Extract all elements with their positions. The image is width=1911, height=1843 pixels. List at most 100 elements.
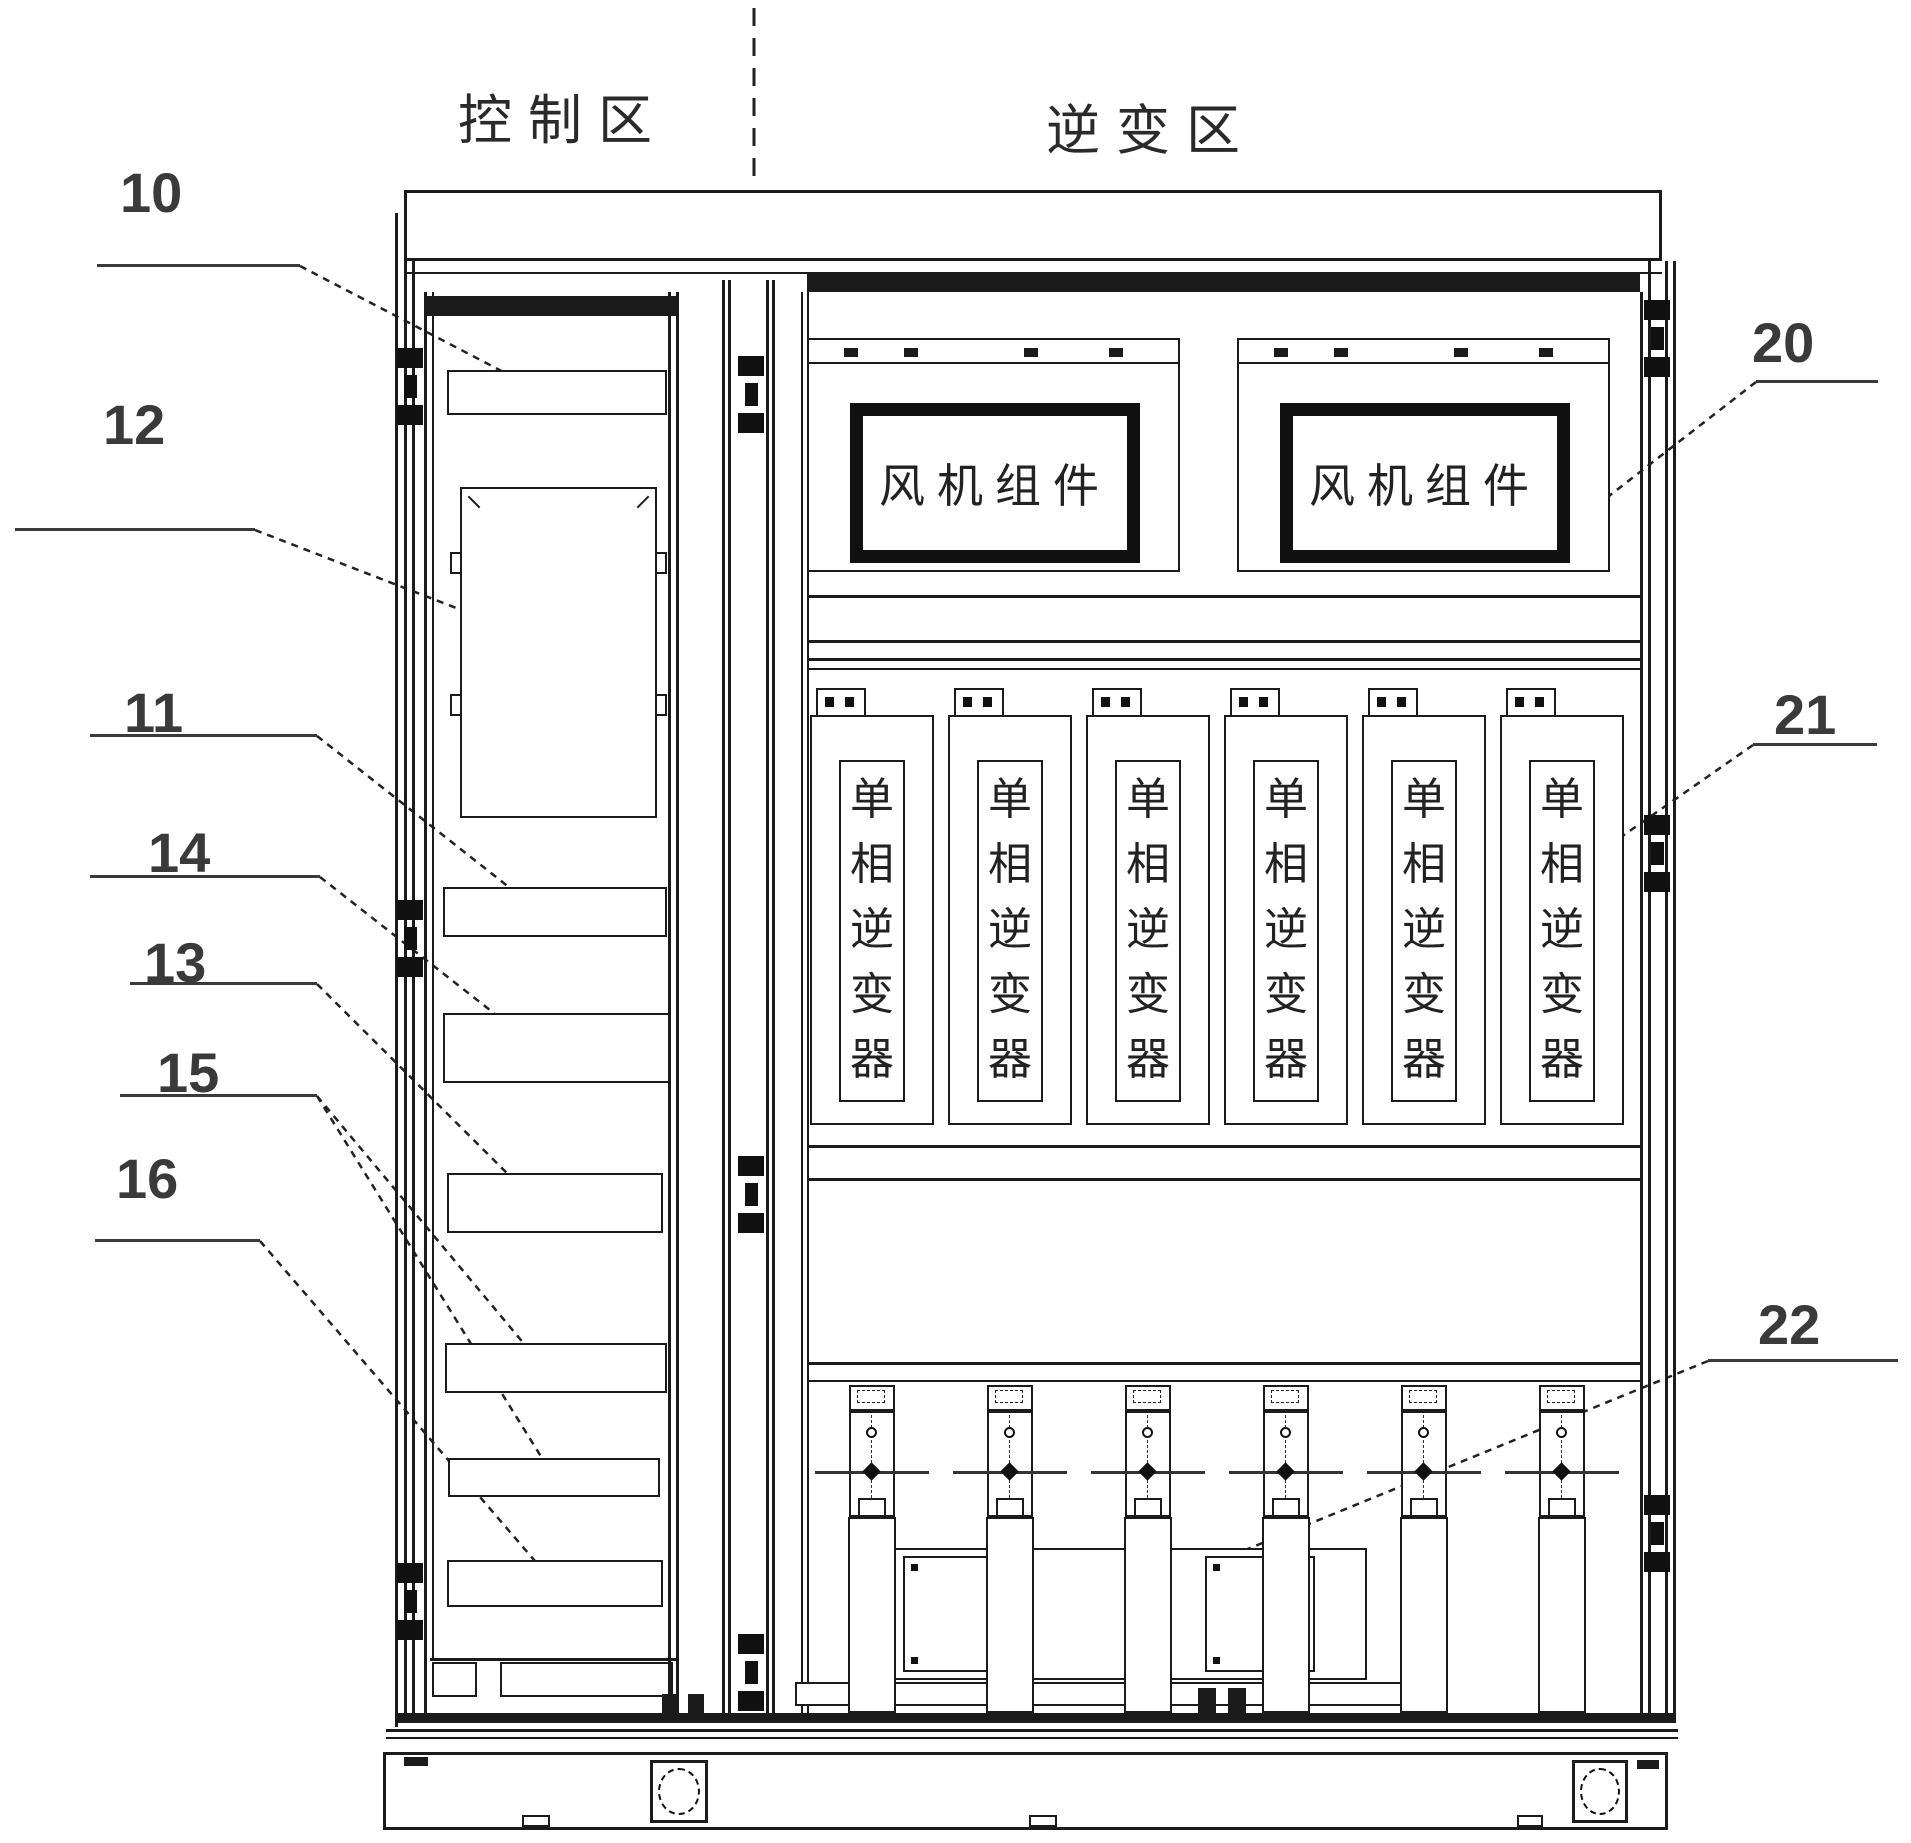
callout-12-underline (15, 528, 255, 531)
left-frame-line (404, 261, 407, 1713)
switch-pivot (1142, 1427, 1153, 1438)
leader-20 (1549, 381, 1757, 543)
switch-connector (996, 1498, 1024, 1517)
fan-clip (904, 348, 918, 357)
middle-divider-line (766, 280, 769, 1713)
module-tab (1092, 688, 1142, 717)
bottom-rail-line (386, 1737, 1678, 1739)
plinth-foot-tab (1517, 1815, 1543, 1827)
rail-clamp (1228, 1688, 1246, 1713)
switch-connector (1272, 1498, 1300, 1517)
callout-21: 21 (1774, 683, 1837, 746)
module-tab (1506, 688, 1556, 717)
switch-column-2 (950, 1385, 1070, 1715)
right-door-hinge (1644, 300, 1672, 378)
fan-clip (844, 348, 858, 357)
top-rail-line (404, 272, 1662, 274)
switch-column-4 (1226, 1385, 1346, 1715)
left-door-hinge (397, 1563, 425, 1641)
inverter-module-5: 单相逆变器 (1362, 688, 1486, 1125)
callout-10-underline (97, 264, 300, 267)
tab-dot (1515, 697, 1524, 707)
switch-cap (1263, 1385, 1309, 1411)
inverter-module-label: 单相逆变器 (839, 760, 905, 1102)
caster-wheel-dashed-circle (1580, 1768, 1620, 1815)
leader-16 (259, 1240, 555, 1584)
callout-15-underline (120, 1094, 317, 1097)
fan-assembly-left-label: 风机组件 (879, 460, 1111, 512)
callout-12: 12 (103, 393, 166, 456)
module-tab (1230, 688, 1280, 717)
module-tab (1368, 688, 1418, 717)
leader-11 (316, 735, 540, 912)
plate-dot (911, 1657, 918, 1664)
callout-15: 15 (157, 1041, 220, 1104)
cabinet-top-cover (404, 190, 1662, 261)
callout-14: 14 (148, 821, 211, 884)
shelf-line (807, 595, 1640, 598)
panel-corner-tick (467, 495, 481, 509)
fan-clip (1024, 348, 1038, 357)
inverter-bay-top-rail (807, 274, 1640, 292)
switch-cap (849, 1385, 895, 1411)
switch-support-column (1124, 1517, 1172, 1713)
switch-column-5 (1364, 1385, 1484, 1715)
switch-column-1 (812, 1385, 932, 1715)
leader-13 (316, 983, 546, 1212)
control-bay-right-line (668, 292, 671, 1713)
switch-pivot (1418, 1427, 1429, 1438)
switch-pivot (1004, 1427, 1015, 1438)
switch-support-column (1262, 1517, 1310, 1713)
rail-clamp (1198, 1688, 1216, 1713)
switch-support-column (1538, 1517, 1586, 1713)
callout-11: 11 (124, 681, 184, 744)
plinth-tick (404, 1757, 428, 1766)
switch-pivot (866, 1427, 877, 1438)
callout-14-underline (90, 875, 320, 878)
callout-20: 20 (1752, 311, 1815, 374)
fan-clip (1539, 348, 1553, 357)
middle-divider-line (728, 280, 731, 1713)
plate-dot (1213, 1564, 1220, 1571)
tab-dot (983, 697, 992, 707)
bottom-rail-line (386, 1729, 1678, 1732)
right-door-hinge (1644, 1495, 1672, 1573)
fan-unit-inner-line (1239, 362, 1608, 364)
shelf-line (807, 668, 1640, 670)
control-slot-15b (448, 1458, 660, 1497)
control-slot-11 (443, 887, 667, 937)
control-bottom-box-small (432, 1662, 477, 1697)
panel-12-clip (655, 694, 667, 716)
callout-22-underline (1708, 1359, 1898, 1362)
switch-support-column (1400, 1517, 1448, 1713)
control-slot-14 (443, 1013, 670, 1083)
fan-clip (1274, 348, 1288, 357)
tab-dot (845, 697, 854, 707)
caster-left (650, 1760, 708, 1823)
plate-dot (911, 1564, 918, 1571)
rail-clamp (662, 1694, 678, 1713)
callout-10: 10 (120, 161, 183, 224)
tab-dot (1377, 697, 1386, 707)
plinth-base (383, 1752, 1668, 1830)
tab-dot (1121, 697, 1130, 707)
middle-divider-line (772, 280, 775, 1713)
bottom-rail-bar (395, 1713, 1676, 1723)
fan-clip (1109, 348, 1123, 357)
switch-pivot (1280, 1427, 1291, 1438)
inverter-module-label: 单相逆变器 (1391, 760, 1457, 1102)
control-panel-12 (460, 487, 657, 818)
fan-clip (1454, 348, 1468, 357)
switch-section-top-line (807, 1380, 1640, 1382)
switch-support-column (986, 1517, 1034, 1713)
leader-15b (315, 1095, 557, 1481)
inverter-module-4: 单相逆变器 (1224, 688, 1348, 1125)
control-zone-label: 控制区 (458, 91, 668, 151)
fan-assembly-right: 风机组件 (1280, 403, 1570, 563)
fan-assembly-left: 风机组件 (850, 403, 1140, 563)
callout-22: 22 (1758, 1293, 1821, 1356)
callout-16-underline (95, 1239, 260, 1242)
callout-20-underline (1756, 380, 1878, 383)
divider-hinge (738, 1634, 766, 1712)
plinth-foot-tab (522, 1815, 550, 1827)
